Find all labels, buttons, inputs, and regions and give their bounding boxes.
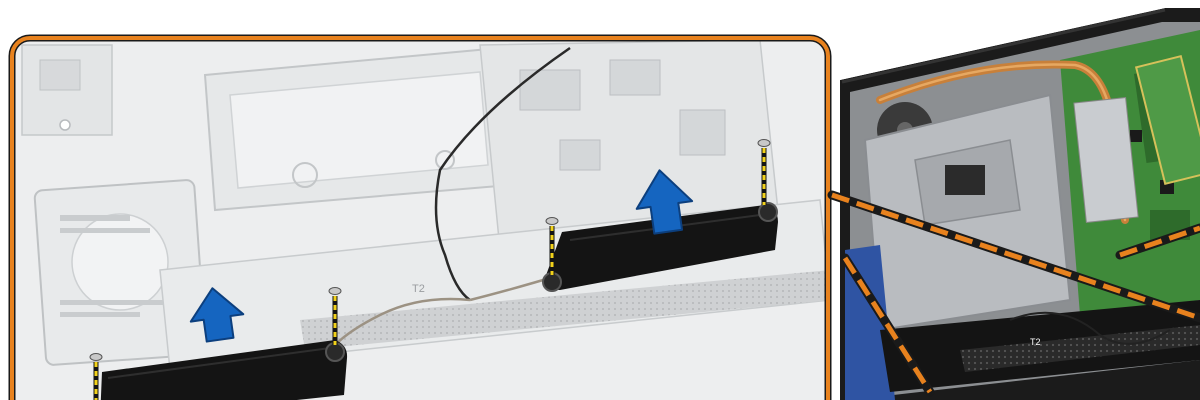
screw-4 <box>757 139 771 205</box>
screw-icon <box>89 353 103 361</box>
up-arrow-left <box>189 287 245 343</box>
zoom-cable-dark <box>434 46 571 302</box>
screw-1 <box>89 353 103 400</box>
up-arrow-icon <box>635 169 694 235</box>
screw-3 <box>545 217 559 275</box>
heatsink <box>1073 97 1139 223</box>
speaker-right <box>542 202 778 292</box>
screw-icon <box>545 217 559 225</box>
memory-module <box>1134 55 1200 185</box>
callout-connectors <box>827 190 1200 397</box>
screw-2 <box>328 287 342 345</box>
up-arrow-right <box>635 169 694 235</box>
up-arrow-icon <box>189 287 245 343</box>
device-callout-label: T2 <box>1030 337 1041 347</box>
zoom-cable-light <box>334 297 471 346</box>
overview-device: T2 <box>840 8 1200 400</box>
screw-icon <box>328 287 342 295</box>
zoom-callout-frame <box>10 36 830 400</box>
zoom-callout-label: T2 <box>412 283 425 295</box>
zoom-callout: T2 <box>8 34 832 400</box>
screw-icon <box>757 139 771 147</box>
